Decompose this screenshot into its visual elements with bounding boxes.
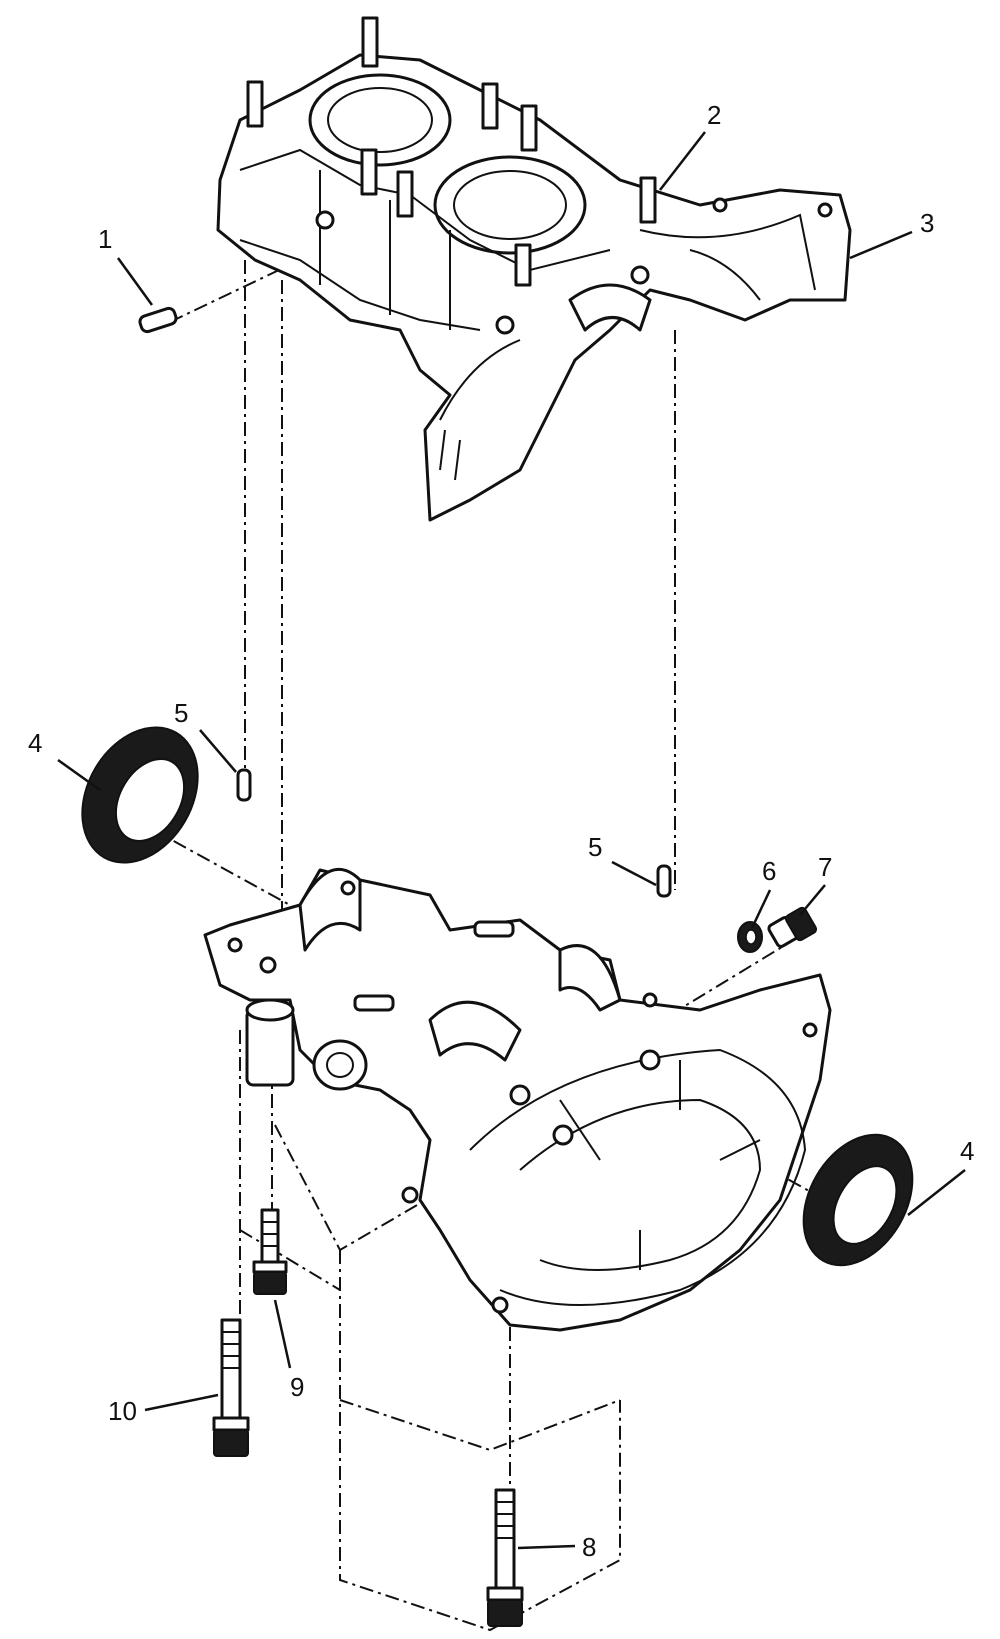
long-bolt-bottom [486, 1488, 524, 1627]
label-7: 7 [818, 852, 832, 882]
sealing-washer [737, 921, 763, 953]
dowel-pin-upper [138, 306, 178, 334]
label-9: 9 [290, 1372, 304, 1402]
locating-pin-left [236, 768, 252, 802]
label-5-right: 5 [588, 832, 602, 862]
short-bolt [252, 1208, 288, 1295]
label-4-left: 4 [28, 728, 42, 758]
upper-crankcase [216, 16, 852, 522]
oil-seal-left [81, 726, 199, 864]
label-2: 2 [707, 100, 721, 130]
label-3: 3 [920, 208, 934, 238]
label-4-right: 4 [960, 1136, 974, 1166]
label-6: 6 [762, 856, 776, 886]
label-8: 8 [582, 1532, 596, 1562]
locating-pin-right [656, 864, 672, 898]
lower-crankcase [203, 868, 832, 1332]
long-bolt-left [212, 1318, 250, 1457]
oil-seal-right [802, 1133, 914, 1267]
label-1: 1 [98, 224, 112, 254]
drain-plug [767, 906, 818, 948]
label-5-left: 5 [174, 698, 188, 728]
label-10: 10 [108, 1396, 137, 1426]
leader-lines [57, 131, 966, 1550]
